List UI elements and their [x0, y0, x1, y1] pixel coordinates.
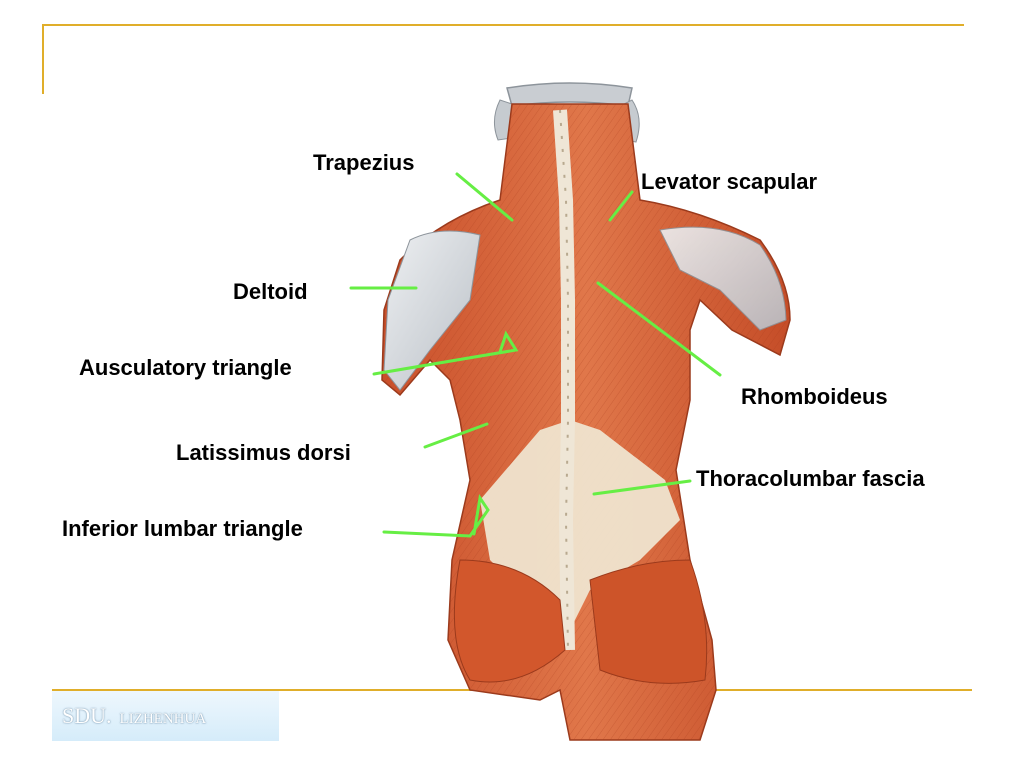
- right-gluteus: [589, 559, 708, 684]
- frame-left-rule: [42, 24, 44, 94]
- left-gluteus: [453, 559, 566, 683]
- leader-ausculatory-triangle: [372, 330, 519, 376]
- label-rhomboideus: Rhomboideus: [741, 384, 888, 409]
- label-levator-scapular: Levator scapular: [641, 169, 818, 194]
- leader-trapezius: [455, 172, 514, 222]
- label-deltoid: Deltoid: [233, 279, 308, 304]
- spine: [553, 109, 575, 651]
- label-trapezius: Trapezius: [313, 150, 415, 175]
- label-ausculatory-triangle: Ausculatory triangle: [79, 355, 292, 380]
- leader-rhomboideus: [596, 281, 722, 377]
- footer-logo: SDU. LIZHENHUA: [52, 691, 279, 741]
- leader-thoracolumbar-fascia: [592, 479, 692, 496]
- label-thoracolumbar-fascia: Thoracolumbar fascia: [696, 466, 925, 491]
- footer-institution: SDU.: [62, 703, 112, 728]
- label-inferior-lumbar-triangle: Inferior lumbar triangle: [62, 516, 303, 541]
- leader-levator-scapular: [608, 190, 634, 222]
- footer-author: LIZHENHUA: [119, 711, 207, 727]
- frame-top-rule: [42, 24, 964, 26]
- label-latissimus-dorsi: Latissimus dorsi: [176, 440, 351, 465]
- neck-collar: [506, 82, 633, 107]
- leader-latissimus-dorsi: [423, 422, 489, 449]
- right-deltoid: [659, 226, 787, 331]
- left-deltoid: [383, 230, 481, 391]
- leader-inferior-lumbar-triangle: [382, 494, 490, 538]
